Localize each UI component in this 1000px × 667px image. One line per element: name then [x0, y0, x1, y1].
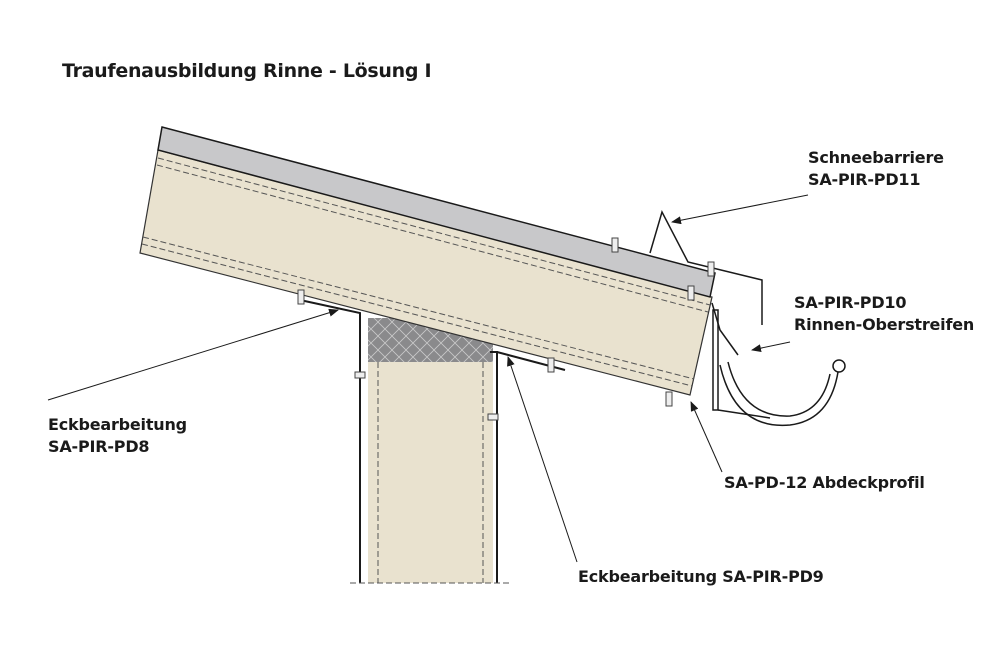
gutter	[711, 302, 846, 427]
label-line: SA-PIR-PD11	[808, 170, 921, 189]
drawing-title: Traufenausbildung Rinne - Lösung I	[62, 60, 432, 82]
label-corner-pd8: Eckbearbeitung SA-PIR-PD8	[48, 414, 187, 458]
screws	[297, 237, 715, 421]
roof-sheet	[157, 126, 716, 298]
label-gutter-strip: SA-PIR-PD10 Rinnen-Oberstreifen	[794, 292, 974, 336]
gutter-top-strip	[711, 302, 739, 356]
label-snow-barrier: Schneebarriere SA-PIR-PD11	[808, 147, 944, 191]
label-line: Eckbearbeitung	[48, 415, 187, 434]
label-line: Schneebarriere	[808, 148, 944, 167]
label-line: SA-PIR-PD8	[48, 437, 150, 456]
label-cover-profile: SA-PD-12 Abdeckprofil	[724, 472, 925, 494]
leader-lines	[47, 194, 809, 563]
label-line: Rinnen-Oberstreifen	[794, 315, 975, 334]
label-corner-pd9: Eckbearbeitung SA-PIR-PD9	[578, 566, 824, 588]
label-line: SA-PIR-PD10	[794, 293, 907, 312]
snow-barrier	[649, 209, 763, 325]
label-line: Eckbearbeitung SA-PIR-PD9	[578, 567, 824, 586]
roof-panel	[139, 126, 716, 396]
label-line: SA-PD-12 Abdeckprofil	[724, 473, 925, 492]
corner-flashing-pd8	[299, 299, 361, 583]
